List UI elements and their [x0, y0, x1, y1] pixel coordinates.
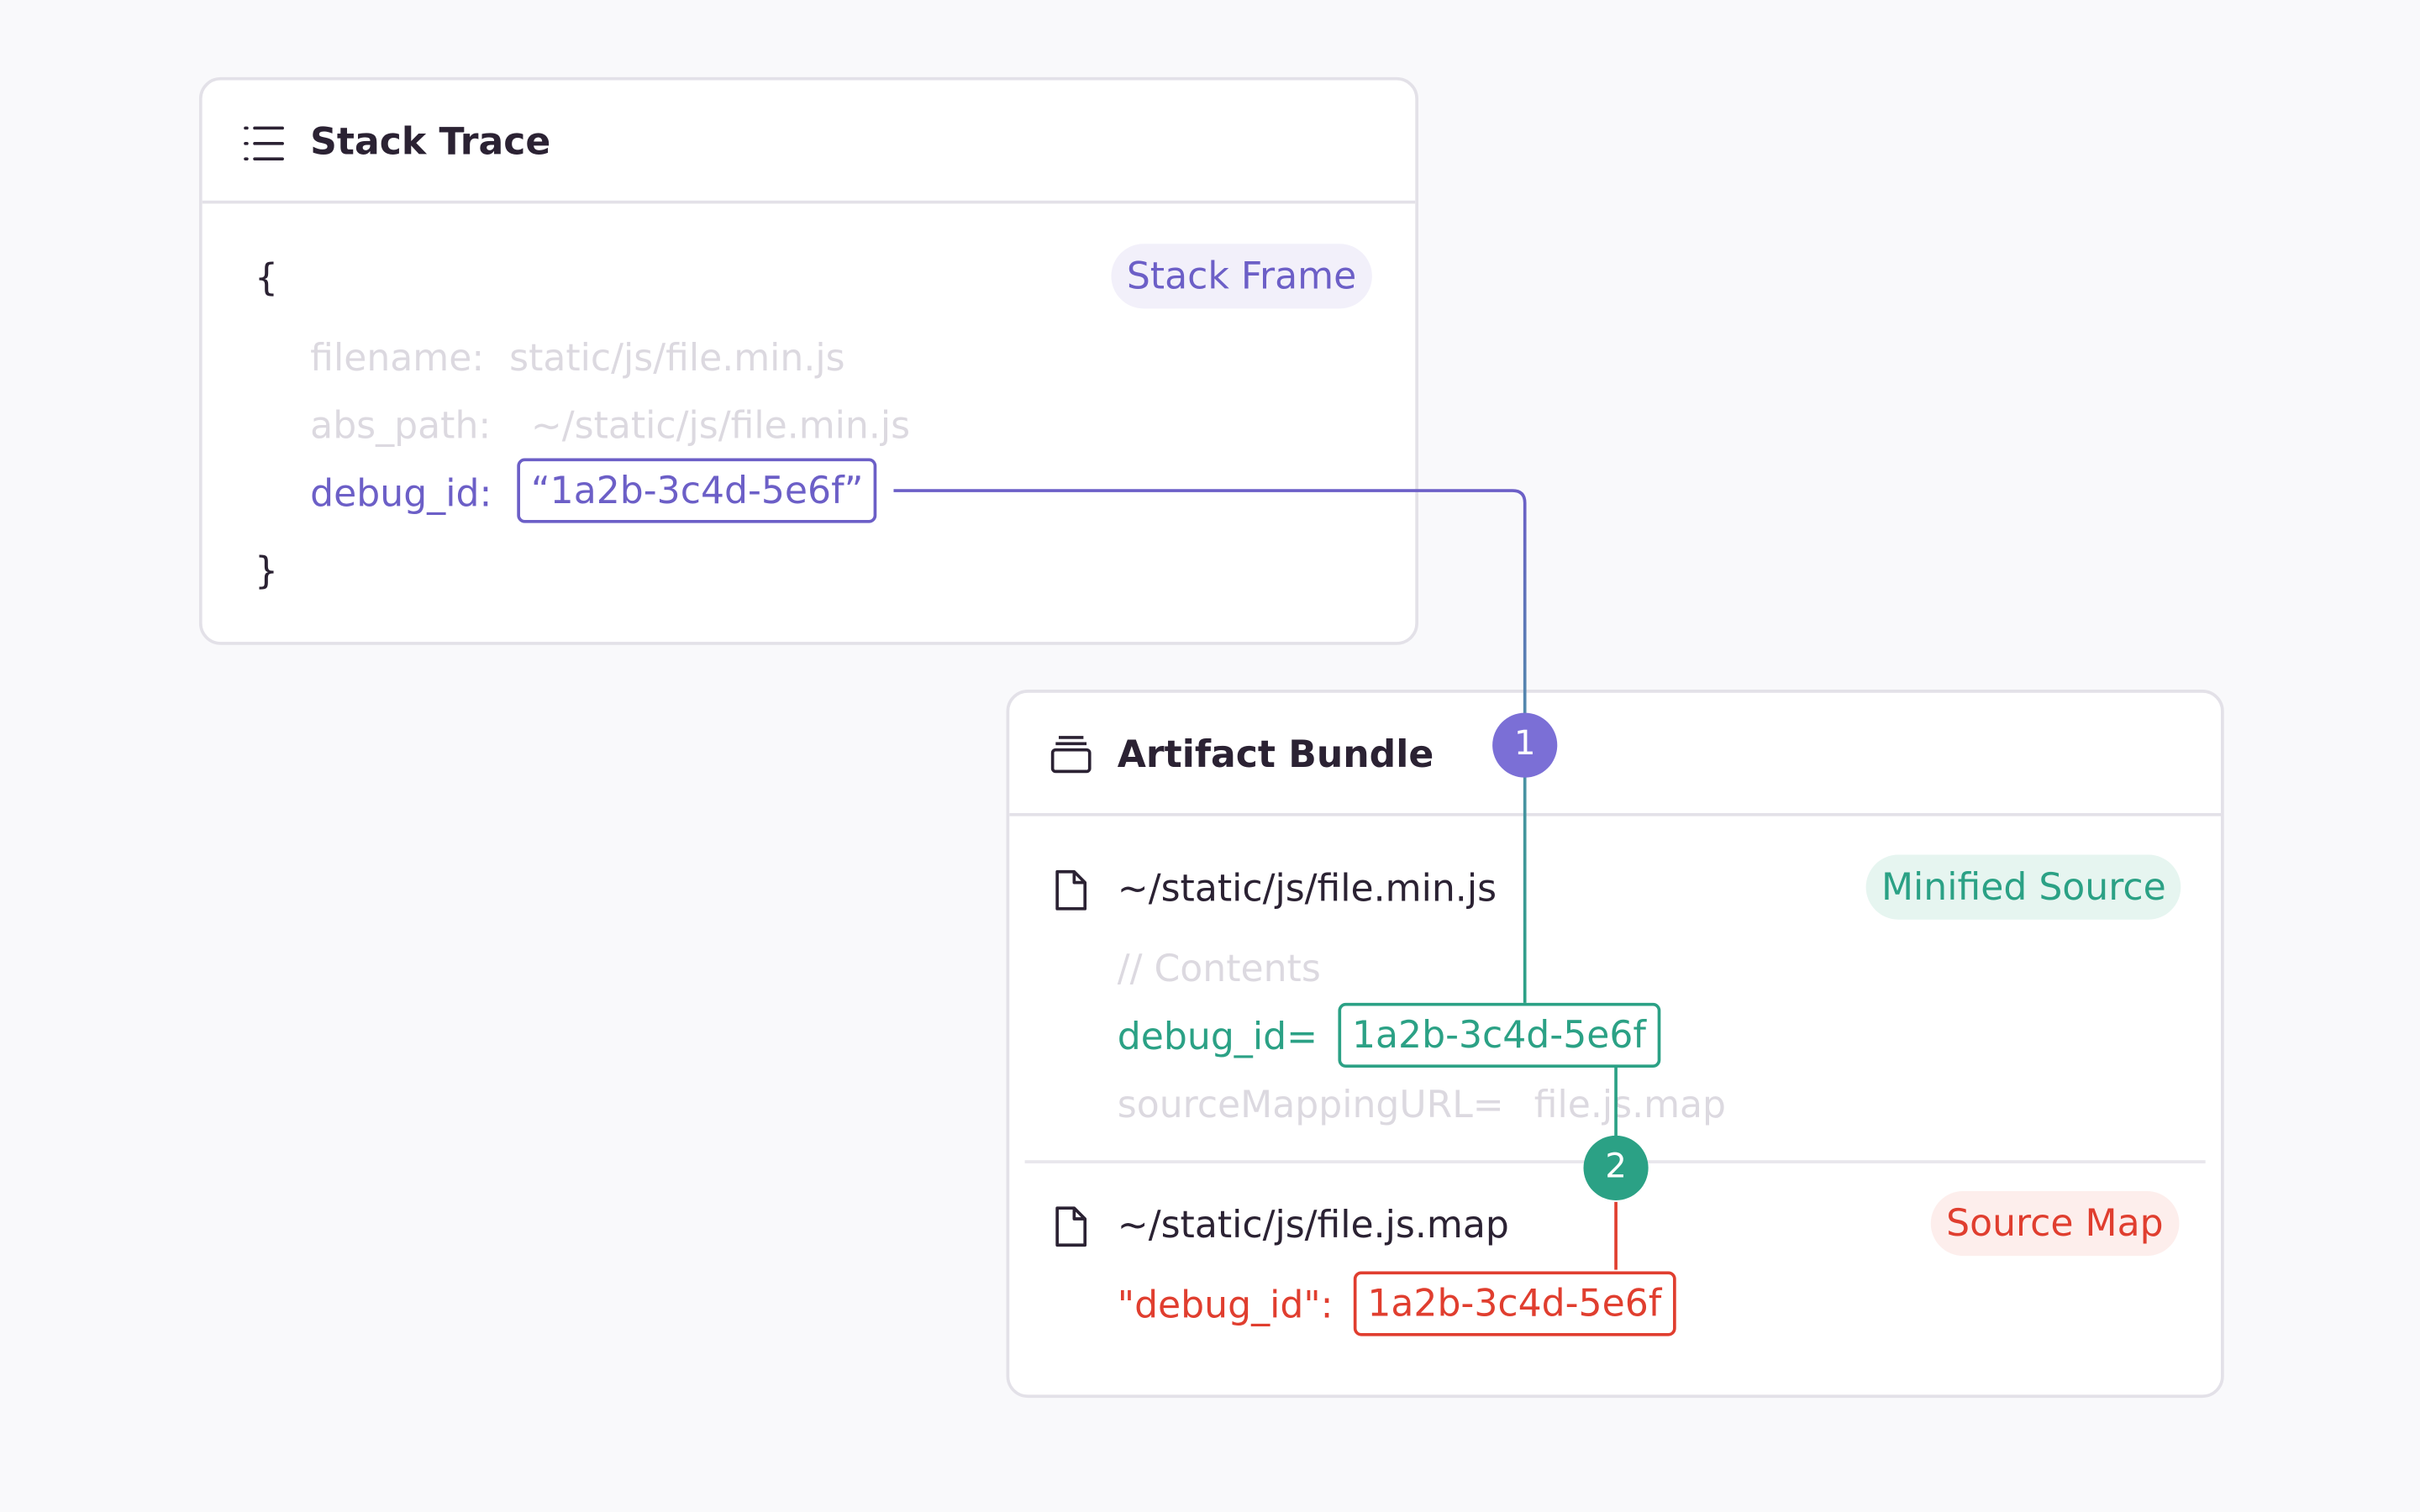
- file-icon: [1055, 1206, 1087, 1247]
- stack-frame-tag: Stack Frame: [1111, 244, 1372, 309]
- list-icon: [244, 126, 284, 161]
- minified-debug-id-value: 1a2b-3c4d-5e6f: [1338, 1002, 1660, 1068]
- step-1-badge: 1: [1492, 712, 1558, 778]
- stack-trace-title: Stack Trace: [310, 120, 551, 164]
- source-mapping-key: sourceMappingURL=: [1117, 1083, 1504, 1126]
- file-icon: [1055, 869, 1087, 911]
- stack-trace-card: Stack Trace { Stack Frame filename: stat…: [198, 76, 1418, 645]
- close-brace: }: [255, 549, 279, 593]
- contents-comment: // Contents: [1117, 947, 1321, 991]
- artifact-bundle-card: Artifact Bundle ~/static/js/file.min.js …: [1006, 690, 2224, 1399]
- stack-trace-header: Stack Trace: [202, 81, 1416, 204]
- artifact-bundle-header: Artifact Bundle: [1009, 693, 2222, 816]
- source-map-debug-id-key: "debug_id":: [1117, 1284, 1334, 1327]
- step-2-badge: 2: [1583, 1135, 1649, 1200]
- source-map-file-path: ~/static/js/file.js.map: [1117, 1203, 1509, 1247]
- filename-key: filename:: [310, 336, 485, 380]
- stack-debug-id-value: “1a2b-3c4d-5e6f”: [517, 458, 877, 523]
- archive-icon: [1050, 736, 1092, 774]
- stack-debug-id-key: debug_id:: [310, 472, 492, 516]
- open-brace: {: [255, 255, 279, 300]
- source-map-tag: Source Map: [1930, 1190, 2179, 1257]
- filename-value: static/js/file.min.js: [509, 336, 845, 380]
- abs-path-key: abs_path:: [310, 404, 492, 448]
- source-mapping-value: file.js.map: [1534, 1083, 1727, 1126]
- abs-path-value: ~/static/js/file.min.js: [530, 404, 911, 448]
- minified-debug-id-key: debug_id=: [1117, 1015, 1318, 1059]
- minified-source-tag: Minified Source: [1865, 854, 2182, 920]
- source-map-debug-id-value: 1a2b-3c4d-5e6f: [1353, 1271, 1676, 1336]
- artifact-bundle-title: Artifact Bundle: [1117, 732, 1434, 776]
- minified-file-path: ~/static/js/file.min.js: [1117, 867, 1497, 911]
